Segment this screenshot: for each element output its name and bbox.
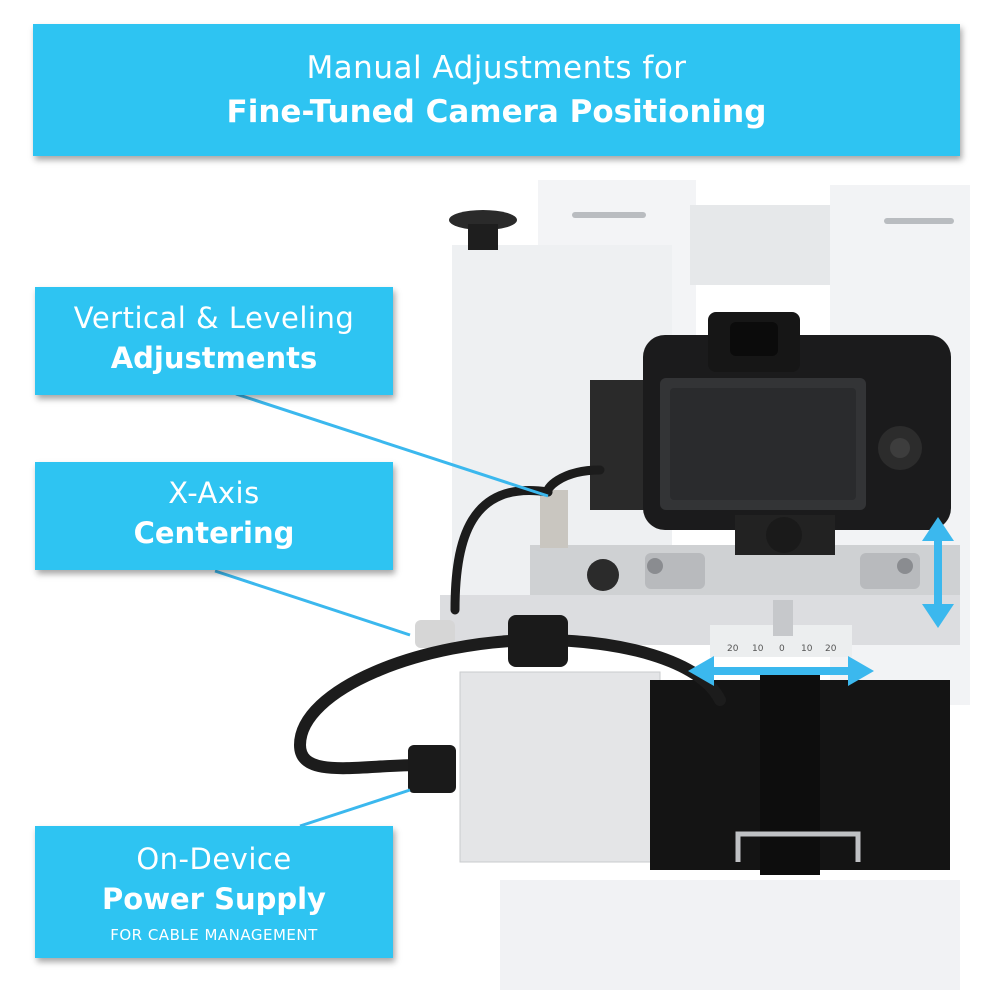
callout-line-2: Centering	[133, 516, 295, 550]
callout-line-2: Adjustments	[110, 341, 318, 375]
scale-tick: 20	[825, 644, 837, 654]
adjustment-arrows	[688, 517, 954, 686]
vertical-arrow-icon	[922, 517, 954, 628]
callout-vertical-leveling: Vertical & Leveling Adjustments	[35, 287, 393, 395]
cables	[293, 465, 726, 793]
callout-line-1: X-Axis	[168, 476, 260, 510]
callout-line-2: Power Supply	[102, 882, 326, 916]
camera	[590, 312, 951, 555]
callout-line-3: FOR CABLE MANAGEMENT	[110, 926, 318, 944]
header-line-1: Manual Adjustments for	[306, 50, 687, 86]
callout-power-supply: On-Device Power Supply FOR CABLE MANAGEM…	[35, 826, 393, 958]
x-axis-scale: 20 10 0 10 20	[727, 644, 837, 654]
header-line-2: Fine-Tuned Camera Positioning	[226, 94, 767, 130]
horizontal-arrow-icon	[688, 656, 874, 686]
callout-connectors	[214, 392, 549, 828]
callout-line-1: On-Device	[136, 842, 292, 876]
callout-line-1: Vertical & Leveling	[73, 301, 355, 335]
scale-tick: 10	[752, 644, 764, 654]
scale-tick: 0	[779, 644, 785, 654]
callout-x-axis: X-Axis Centering	[35, 462, 393, 570]
scale-tick: 20	[727, 644, 739, 654]
header-banner: Manual Adjustments for Fine-Tuned Camera…	[33, 24, 960, 156]
scale-tick: 10	[801, 644, 813, 654]
power-supply-box	[459, 671, 950, 875]
